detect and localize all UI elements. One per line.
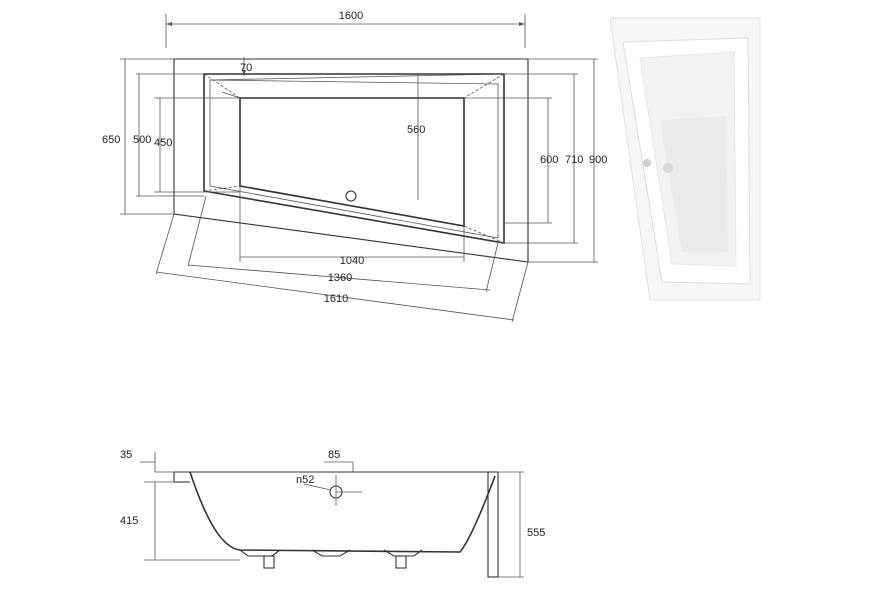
dimension-555-label: 555 — [527, 527, 545, 539]
drain-size-label: n52 — [296, 474, 314, 486]
dimension-70-label: 70 — [240, 62, 252, 74]
bathtub-render — [609, 17, 761, 301]
foot-right — [395, 555, 407, 569]
dimension-600: 600 — [464, 97, 558, 224]
dimension-1040: 1040 — [239, 186, 465, 267]
side-view: n52 35 85 415 555 — [120, 449, 545, 578]
dimension-85-label: 85 — [328, 449, 340, 461]
dimension-1040-label: 1040 — [340, 255, 364, 267]
dimension-650: 650 — [102, 58, 174, 215]
dimension-35-label: 35 — [120, 449, 132, 461]
overflow-icon — [643, 159, 651, 167]
side-panel — [487, 471, 499, 578]
dimension-555: 555 — [497, 471, 545, 578]
dimension-1360-label: 1360 — [328, 272, 352, 284]
plan-inner-rim — [203, 73, 505, 244]
dimension-650-label: 650 — [102, 134, 120, 146]
dimension-500-label: 500 — [133, 134, 151, 146]
plan-rim-inner-2 — [209, 79, 499, 239]
dimension-710-label: 710 — [565, 154, 583, 166]
dimension-500: 500 — [133, 73, 204, 197]
dimension-560-label: 560 — [407, 124, 425, 136]
dimension-600-label: 600 — [540, 154, 558, 166]
dimension-450: 450 — [154, 97, 240, 193]
side-tub-body — [189, 471, 496, 553]
dimension-710: 710 — [504, 73, 583, 244]
dimension-1600-label: 1600 — [339, 10, 363, 22]
dimension-415-label: 415 — [120, 515, 138, 527]
dimension-85: 85 — [324, 449, 354, 472]
dimension-1600: 1600 — [165, 10, 526, 48]
drain-icon — [663, 163, 673, 173]
dimension-1610: 1610 — [155, 213, 529, 323]
dimension-70: 70 — [240, 57, 252, 76]
dimension-35: 35 — [120, 449, 174, 473]
foot-left — [263, 555, 275, 569]
dimension-1360: 1360 — [187, 195, 499, 293]
dimension-1610-label: 1610 — [324, 293, 348, 305]
dimension-560: 560 — [407, 74, 425, 200]
dimension-900-label: 900 — [589, 154, 607, 166]
plan-basin — [239, 97, 465, 227]
dimension-450-label: 450 — [154, 137, 172, 149]
plan-drain — [345, 190, 357, 202]
plan-view: 1600 70 650 — [102, 10, 607, 323]
dimension-415: 415 — [120, 481, 240, 561]
dimension-900: 900 — [528, 58, 607, 263]
